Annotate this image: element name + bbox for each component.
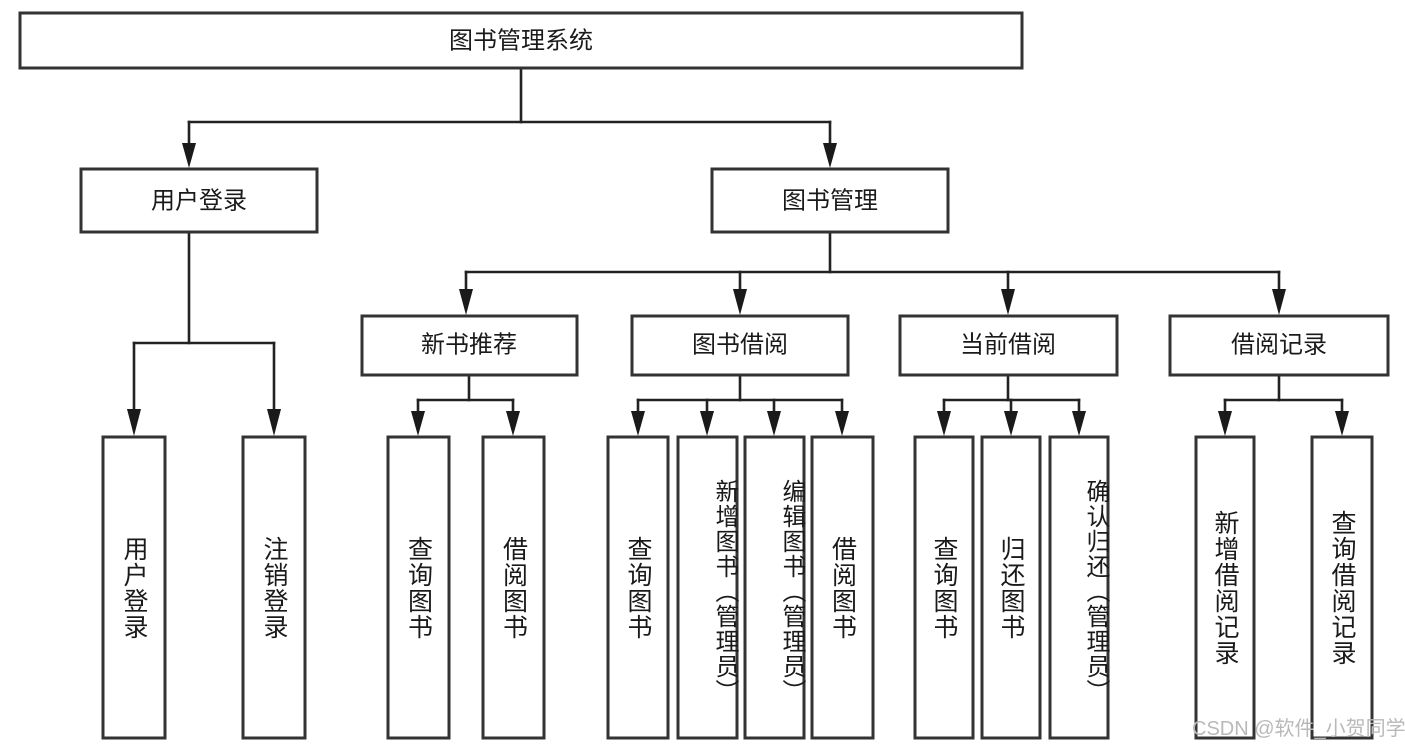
node-leaf-logout-login[interactable] <box>241 435 307 740</box>
connector-group-new-book-recommend <box>411 373 520 436</box>
arrowhead-leaf-user-login <box>127 409 141 436</box>
node-borrow-record[interactable] <box>1168 314 1390 377</box>
node-leaf-user-login[interactable] <box>101 435 167 740</box>
node-current-borrow-label: 当前借阅 <box>960 331 1056 358</box>
node-leaf-add-borrow-record[interactable] <box>1194 435 1256 740</box>
node-book-manage[interactable] <box>710 167 950 234</box>
arrowhead-leaf-add-borrow-record <box>1218 411 1232 436</box>
node-user-login[interactable] <box>79 167 319 234</box>
node-user-login-label: 用户登录 <box>151 187 247 214</box>
arrowhead-user-login <box>182 143 196 168</box>
node-borrow-record-label: 借阅记录 <box>1231 331 1327 358</box>
node-leaf-return-book[interactable] <box>980 435 1042 740</box>
arrowhead-current-borrow <box>1001 289 1015 315</box>
arrowhead-leaf-query-book-2 <box>631 411 645 436</box>
node-leaf-borrow-book-2[interactable] <box>810 435 875 740</box>
arrowhead-leaf-confirm-return <box>1072 411 1086 436</box>
arrowhead-borrow-record <box>1272 289 1286 315</box>
connector-group-root <box>182 66 837 168</box>
arrowhead-leaf-query-book-3 <box>937 411 951 436</box>
node-leaf-query-book-1[interactable] <box>386 435 451 740</box>
csdn-watermark: CSDN @软件_小贺同学 <box>1192 718 1405 740</box>
arrowhead-leaf-edit-book <box>767 411 781 436</box>
node-leaf-query-book-3[interactable] <box>913 435 975 740</box>
node-book-manage-label: 图书管理 <box>782 187 878 214</box>
arrowhead-book-manage <box>823 143 837 168</box>
node-leaf-confirm-return[interactable] <box>1048 435 1110 740</box>
arrowhead-leaf-logout-login <box>267 409 281 436</box>
node-leaf-add-book[interactable] <box>676 435 739 740</box>
node-leaf-borrow-book-1[interactable] <box>481 435 546 740</box>
arrowhead-new-book-recommend <box>459 289 473 315</box>
node-new-book-recommend-label: 新书推荐 <box>421 331 517 358</box>
connector-group-user-login <box>127 230 281 436</box>
arrowhead-leaf-borrow-book-2 <box>835 411 849 436</box>
node-book-borrow-label: 图书借阅 <box>692 331 788 358</box>
node-root-label: 图书管理系统 <box>449 27 593 54</box>
node-book-borrow[interactable] <box>630 314 850 377</box>
connector-group-current-borrow <box>937 373 1086 436</box>
connector-group-book-manage <box>459 230 1286 315</box>
node-leaf-edit-book[interactable] <box>743 435 806 740</box>
arrowhead-book-borrow <box>733 289 747 315</box>
arrowhead-leaf-return-book <box>1004 411 1018 436</box>
arrowhead-leaf-query-book-1 <box>411 411 425 436</box>
connector-group-book-borrow <box>631 373 849 436</box>
arrowhead-leaf-borrow-book-1 <box>506 411 520 436</box>
arrowhead-leaf-query-borrow-record <box>1335 411 1349 436</box>
arrowhead-leaf-add-book <box>700 411 714 436</box>
node-current-borrow[interactable] <box>898 314 1119 377</box>
node-new-book-recommend[interactable] <box>360 314 579 377</box>
connector-group-borrow-record <box>1218 373 1349 436</box>
node-root[interactable] <box>18 11 1024 70</box>
node-leaf-query-book-2[interactable] <box>606 435 670 740</box>
node-leaf-query-borrow-record[interactable] <box>1310 435 1374 740</box>
